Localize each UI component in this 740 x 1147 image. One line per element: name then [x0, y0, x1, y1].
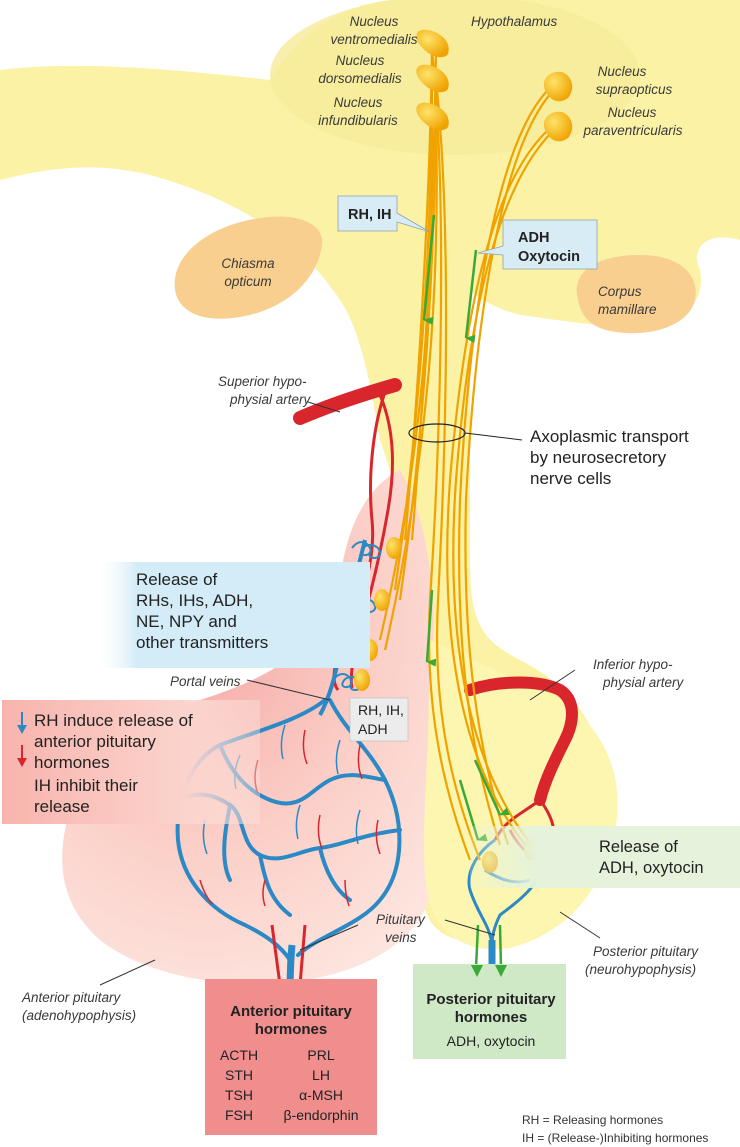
anterior-hormone-left-0: ACTH: [220, 1047, 258, 1063]
axoplasmic-label-3: nerve cells: [530, 469, 611, 488]
portal-veins-label: Portal veins: [170, 674, 241, 689]
release-rh-text-1: Release of: [136, 570, 218, 589]
anterior-hormone-right-3: β-endorphin: [284, 1107, 359, 1123]
induce-blue-arrowhead: [17, 725, 27, 734]
release-rh-text-3: NE, NPY and: [136, 612, 237, 631]
anterior-hormone-left-1: STH: [225, 1067, 253, 1083]
corpus-label-1: Corpus: [598, 284, 642, 299]
posterior-green-arrowhead-right: [495, 965, 507, 977]
ventromedialis-label-2: ventromedialis: [330, 32, 417, 47]
rh-ih-box: [337, 195, 431, 233]
legend-ih: IH = (Release-)Inhibiting hormones: [522, 1131, 708, 1145]
induce-text-1: RH induce release of: [34, 711, 193, 730]
corpus-label-2: mamillare: [598, 302, 657, 317]
inferior-artery-label-2: physial artery: [602, 675, 685, 690]
posterior-green-arrowhead-left: [471, 965, 483, 977]
release-adh-text-2: ADH, oxytocin: [599, 859, 704, 877]
posterior-hormones-box: [413, 964, 566, 1059]
posterior-box-title-1: Posterior pituitary: [426, 991, 556, 1008]
paraventricularis-label-2: paraventricularis: [582, 123, 682, 138]
release-rh-text-2: RHs, IHs, ADH,: [136, 591, 253, 610]
superior-hypophysial-artery: [293, 378, 402, 425]
posterior-pit-label-1: Posterior pituitary: [593, 944, 699, 959]
posterior-box-title-2: hormones: [455, 1009, 528, 1026]
paraventricularis-label-1: Nucleus: [608, 105, 657, 120]
inferior-hypophysial-artery: [464, 676, 578, 806]
superior-artery-label-2: physial artery: [229, 392, 312, 407]
anterior-pit-label-1: Anterior pituitary: [21, 990, 122, 1005]
adh-box-text-1: ADH: [518, 230, 549, 246]
adh-box-text-2: Oxytocin: [518, 249, 580, 265]
induce-text-2: anterior pituitary: [34, 732, 156, 751]
corpus-mamillare-shape: [576, 255, 696, 334]
superior-artery-label-1: Superior hypo-: [218, 374, 307, 389]
adh-oxytocin-box: [477, 219, 598, 270]
infundibularis-label-2: infundibularis: [318, 113, 398, 128]
anterior-hormone-left-2: TSH: [225, 1087, 253, 1103]
release-adh-box: [470, 826, 740, 888]
green-transport-arrows: [422, 214, 511, 973]
axoplasmic-leader: [464, 432, 523, 441]
induce-text-5: release: [34, 797, 90, 816]
posterior-box-content: ADH, oxytocin: [447, 1033, 536, 1049]
region-labels: Hypothalamus Nucleus ventromedialis Nucl…: [21, 14, 699, 1023]
anterior-hormone-right-1: LH: [312, 1067, 330, 1083]
neurosecretory-axons: [378, 49, 553, 861]
induce-text-4: IH inhibit their: [34, 776, 138, 795]
induce-box: [2, 700, 260, 824]
ventromedialis-label-1: Nucleus: [350, 14, 399, 29]
axoplasmic-label-1: Axoplasmic transport: [530, 427, 689, 446]
pituitary-veins-label-1: Pituitary: [376, 912, 426, 927]
rh-ih-adh-box: [349, 697, 409, 742]
anterior-hormone-right-0: PRL: [307, 1047, 334, 1063]
dorsomedialis-label-1: Nucleus: [336, 53, 385, 68]
anterior-box-title-2: hormones: [255, 1021, 328, 1038]
infundibularis-label-1: Nucleus: [334, 95, 383, 110]
release-adh-text-1: Release of: [599, 838, 678, 856]
induce-red-arrowhead: [17, 758, 27, 767]
rh-ih-adh-text-2: ADH: [358, 721, 388, 737]
anterior-hormone-left-3: FSH: [225, 1107, 253, 1123]
anterior-red-arrow-left: [270, 924, 282, 986]
legend-rh: RH = Releasing hormones: [522, 1113, 663, 1127]
rh-ih-box-text: RH, IH: [348, 207, 392, 223]
nucleus-neurons: [416, 29, 573, 142]
hypothalamus-label: Hypothalamus: [471, 14, 558, 29]
posterior-pit-label-2: (neurohypophysis): [585, 962, 696, 977]
anterior-hormone-right-2: α-MSH: [299, 1087, 343, 1103]
leader-lines: [99, 401, 601, 986]
supraopticus-label-2: supraopticus: [596, 82, 673, 97]
anterior-red-arrow-right: [298, 924, 307, 986]
rh-ih-adh-text-1: RH, IH,: [358, 702, 404, 718]
chiasma-label-1: Chiasma: [221, 256, 275, 271]
axoplasmic-label-2: by neurosecretory: [530, 448, 667, 467]
induce-text-3: hormones: [34, 753, 110, 772]
pituitary-veins-label-2: veins: [385, 930, 417, 945]
anterior-hormones-box: [205, 979, 377, 1135]
anterior-box-title-1: Anterior pituitary: [230, 1003, 352, 1020]
supraopticus-label-1: Nucleus: [598, 64, 647, 79]
chiasma-opticum-shape: [174, 216, 323, 319]
dorsomedialis-label-2: dorsomedialis: [318, 71, 402, 86]
chiasma-label-2: opticum: [224, 274, 271, 289]
release-rh-box: [95, 562, 370, 668]
inferior-artery-label-1: Inferior hypo-: [593, 657, 673, 672]
anterior-pit-label-2: (adenohypophysis): [22, 1008, 136, 1023]
release-rh-text-4: other transmitters: [136, 633, 268, 652]
